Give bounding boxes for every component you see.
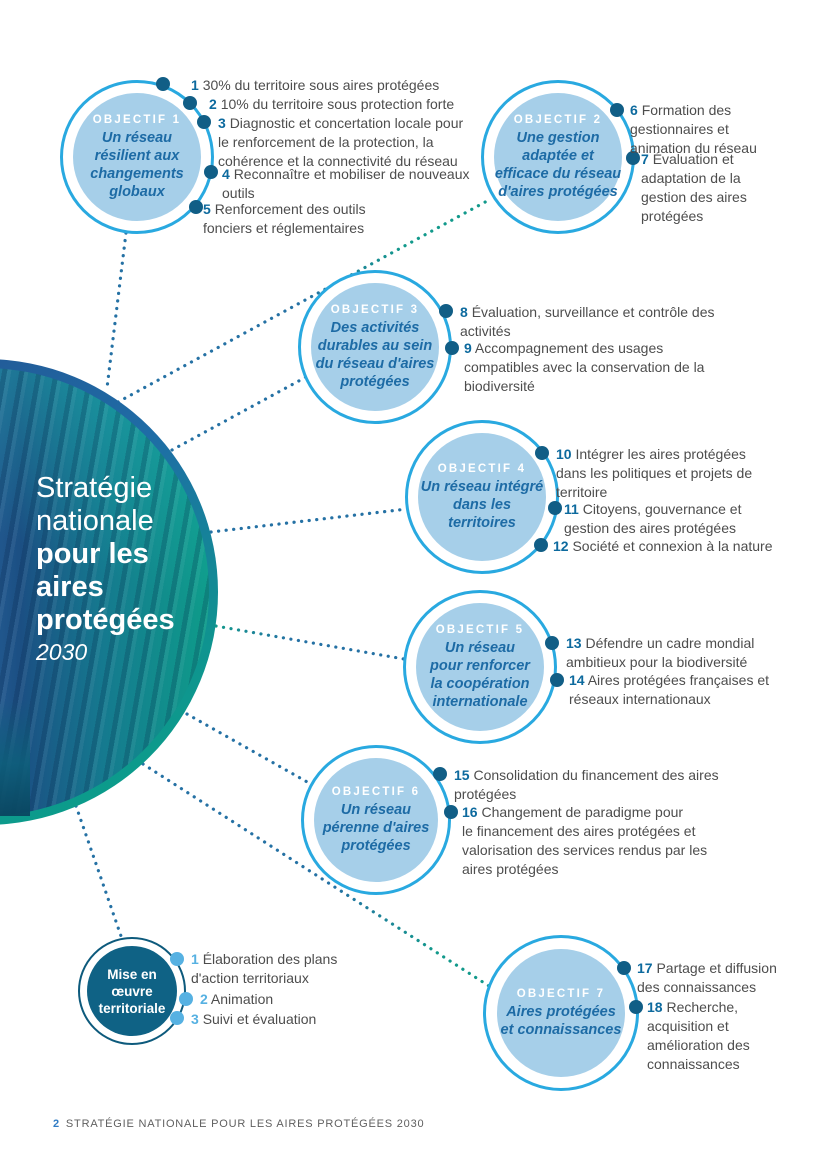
objective-subtitle: Un réseau pour renforcer la coopération …	[430, 639, 530, 710]
objective-3-circle: OBJECTIF 3 Des activités durables au sei…	[311, 283, 439, 411]
objective-subtitle: Aires protégées et connaissances	[500, 1003, 622, 1038]
objective-6-circle: OBJECTIF 6 Un réseau pérenne d'aires pro…	[314, 758, 438, 882]
footer-page-number: 2	[53, 1118, 60, 1130]
mise-en-oeuvre-label: Mise en œuvre territoriale	[98, 966, 166, 1016]
measure-item: 1 30% du territoire sous aires protégées	[191, 77, 440, 93]
connector-line-objectif-4	[209, 507, 409, 534]
item-bullet-dot	[197, 115, 211, 129]
connector-line-objectif-1	[105, 231, 128, 390]
mise-en-oeuvre-circle: Mise en œuvre territoriale	[87, 946, 177, 1036]
connector-line-objectif-5	[214, 624, 406, 661]
item-bullet-dot	[170, 952, 184, 966]
measure-item: 11 Citoyens, gouvernance et gestion des …	[564, 501, 742, 536]
title-line: Stratégie	[36, 472, 153, 504]
item-bullet-dot	[629, 1000, 643, 1014]
measure-item: 2 Animation	[200, 991, 274, 1007]
measure-item: 13 Défendre un cadre mondial ambitieux p…	[566, 635, 755, 670]
connector-line-objectif-6	[185, 712, 311, 785]
strategy-title: Stratégie nationale pour les aires proté…	[36, 472, 175, 668]
measure-item: 5 Renforcement des outils fonciers et ré…	[203, 201, 366, 236]
objective-subtitle: Des activités durables au sein du réseau…	[315, 319, 435, 390]
objective-label: OBJECTIF 1	[92, 113, 182, 126]
measure-item: 12 Société et connexion à la nature	[553, 538, 773, 554]
measure-item: 8 Évaluation, surveillance et contrôle d…	[460, 304, 715, 339]
item-bullet-dot	[535, 446, 549, 460]
item-bullet-dot	[610, 103, 624, 117]
measure-item: 3 Suivi et évaluation	[191, 1011, 317, 1027]
objective-4-circle: OBJECTIF 4 Un réseau intégré dans les te…	[418, 433, 546, 561]
measure-item: 7 Évaluation et adaptation de la gestion…	[641, 151, 747, 224]
item-bullet-dot	[204, 165, 218, 179]
item-bullet-dot	[439, 304, 453, 318]
title-year: 2030	[36, 639, 88, 665]
sea-area	[0, 699, 30, 816]
objective-label: OBJECTIF 6	[331, 785, 421, 798]
item-bullet-dot	[626, 151, 640, 165]
connector-line-objectif-7	[141, 762, 491, 988]
measure-item: 14 Aires protégées françaises et réseaux…	[569, 672, 770, 707]
page-footer: 2 STRATÉGIE NATIONALE POUR LES AIRES PROT…	[53, 1118, 424, 1130]
objective-7-circle: OBJECTIF 7 Aires protégées et connaissan…	[497, 949, 625, 1077]
objective-label: OBJECTIF 2	[513, 113, 603, 126]
measure-item: 1 Élaboration des plans d'action territo…	[191, 951, 338, 986]
measure-item: 17 Partage et diffusion des connaissance…	[637, 960, 777, 995]
item-bullet-dot	[183, 96, 197, 110]
title-line: nationale	[36, 505, 154, 537]
objective-2-circle: OBJECTIF 2 Une gestion adaptée et effica…	[494, 93, 622, 221]
objective-5-circle: OBJECTIF 5 Un réseau pour renforcer la c…	[416, 603, 544, 731]
item-bullet-dot	[617, 961, 631, 975]
item-bullet-dot	[444, 805, 458, 819]
objective-label: OBJECTIF 3	[330, 303, 420, 316]
item-bullet-dot	[534, 538, 548, 552]
measure-item: 16 Changement de paradigme pour le finan…	[462, 804, 708, 877]
objective-subtitle: Un réseau pérenne d'aires protégées	[322, 801, 430, 854]
item-bullet-dot	[179, 992, 193, 1006]
measure-item: 2 10% du territoire sous protection fort…	[209, 96, 455, 112]
title-line: aires	[36, 571, 104, 603]
footer-text: STRATÉGIE NATIONALE POUR LES AIRES PROTÉ…	[65, 1118, 425, 1130]
measure-item: 4 Reconnaître et mobiliser de nouveaux o…	[222, 166, 470, 201]
objective-label: OBJECTIF 5	[435, 623, 525, 636]
measure-item: 9 Accompagnement des usages compatibles …	[464, 340, 705, 394]
item-bullet-dot	[550, 673, 564, 687]
item-bullet-dot	[545, 636, 559, 650]
measure-item: 3 Diagnostic et concertation locale pour…	[218, 115, 464, 169]
objective-subtitle: Un réseau intégré dans les territoires	[420, 478, 544, 531]
item-bullet-dot	[433, 767, 447, 781]
item-bullet-dot	[189, 200, 203, 214]
objective-label: OBJECTIF 4	[437, 462, 527, 475]
measure-item: 15 Consolidation du financement des aire…	[454, 767, 719, 802]
objective-1-circle: OBJECTIF 1 Un réseau résilient aux chang…	[73, 93, 201, 221]
title-line: pour les	[36, 538, 149, 570]
connector-line-mise-en-oeuvre	[74, 804, 123, 938]
connector-line-objectif-2	[116, 199, 489, 404]
objective-subtitle: Un réseau résilient aux changements glob…	[90, 129, 184, 200]
measure-item: 6 Formation des gestionnaires et animati…	[630, 102, 757, 156]
connector-line-objectif-3	[170, 375, 308, 452]
measure-item: 18 Recherche, acquisition et amélioratio…	[647, 999, 750, 1072]
measure-item: 10 Intégrer les aires protégées dans les…	[556, 446, 753, 500]
item-bullet-dot	[445, 341, 459, 355]
item-bullet-dot	[170, 1011, 184, 1025]
item-bullet-dot	[156, 77, 170, 91]
item-bullet-dot	[548, 501, 562, 515]
objective-subtitle: Une gestion adaptée et efficace du résea…	[494, 129, 622, 200]
objective-label: OBJECTIF 7	[516, 987, 606, 1000]
title-line: protégées	[36, 604, 175, 636]
